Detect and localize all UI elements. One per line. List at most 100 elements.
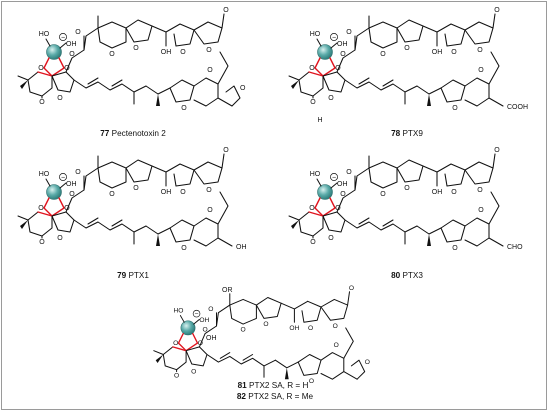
b-oh-bond	[330, 42, 338, 49]
hydroxyl-label: OH	[66, 181, 77, 188]
hydroxyl-label: OH	[66, 41, 77, 48]
bond	[301, 300, 322, 323]
oxygen-boron-bond	[43, 57, 50, 69]
oxygen-label: O	[477, 187, 483, 194]
compound-number: 78	[391, 129, 402, 138]
charge-circle	[192, 309, 201, 318]
hydroxyl-label: HO	[39, 171, 50, 178]
bond	[242, 354, 254, 361]
oxygen-label: O	[133, 45, 139, 52]
oxygen-label: O	[174, 372, 179, 379]
stereo-wedge	[291, 80, 299, 89]
compound-caption: 81 PTX2 SA, R = H	[238, 381, 309, 390]
bond	[436, 163, 452, 173]
oxygen-label: O	[180, 189, 186, 196]
boron-atom-sphere	[317, 44, 333, 60]
charge-circle	[59, 33, 67, 41]
stereo-wedge	[427, 234, 431, 246]
bond	[298, 71, 324, 97]
bond	[217, 237, 233, 247]
bond	[488, 191, 500, 225]
stereo-wedge	[155, 354, 164, 364]
oxygen-label: O	[207, 207, 213, 214]
bond	[298, 211, 324, 237]
hydroxyl-label: OH	[236, 244, 247, 251]
oxygen-label: O	[69, 51, 75, 58]
bond	[347, 291, 350, 306]
bond	[436, 23, 452, 33]
oxygen-boron-bond	[177, 332, 184, 344]
oxygen-label: O	[181, 245, 187, 252]
bond	[320, 352, 345, 380]
bond	[217, 51, 229, 85]
oxygen-label: O	[206, 47, 212, 54]
bond	[492, 13, 496, 29]
boron-atom-sphere	[180, 320, 196, 336]
compound-number: 80	[391, 271, 402, 280]
oxygen-label: O	[478, 67, 484, 74]
oxygen-label: O	[340, 51, 346, 58]
b-oh-bond	[59, 182, 67, 189]
b-oh-bond	[179, 315, 185, 323]
bond	[336, 189, 356, 213]
bond	[396, 159, 424, 183]
bond	[27, 71, 53, 97]
oxygen-label: O	[452, 105, 458, 112]
oxygen-label: O	[451, 189, 457, 196]
stereo-wedge	[156, 234, 160, 246]
bond	[169, 219, 195, 243]
oxygen-label: O	[309, 205, 315, 212]
bond	[125, 19, 153, 43]
bond	[151, 25, 167, 47]
bond	[221, 153, 225, 169]
oxygen-boron-bond	[308, 211, 324, 217]
bond	[344, 79, 418, 93]
bond	[73, 219, 147, 233]
oxygen-boron-bond	[43, 197, 50, 209]
oxygen-label: O	[349, 285, 354, 292]
bond	[193, 21, 223, 45]
boron-atom-sphere	[46, 44, 62, 60]
compound-caption: 80 PTX3	[391, 271, 423, 280]
bond	[193, 217, 219, 247]
bond	[27, 211, 53, 237]
stereo-wedge	[284, 367, 289, 380]
aldehyde-label: CHO	[507, 244, 523, 251]
oxygen-label: O	[494, 7, 500, 14]
bond	[354, 167, 370, 191]
bond	[492, 153, 496, 169]
oxygen-label: O	[57, 95, 63, 102]
b-oh-bond	[316, 38, 322, 47]
oxygen-label: O	[180, 49, 186, 56]
bond	[97, 21, 127, 49]
bond	[322, 71, 346, 93]
oxygen-label: O	[477, 47, 483, 54]
oxygen-label: O	[310, 99, 316, 106]
bond	[65, 189, 85, 213]
negative-charge-sign: −	[332, 35, 336, 42]
oxygen-label: O	[109, 51, 115, 58]
oxygen-boron-bond	[314, 197, 321, 209]
oxygen-label: O	[109, 191, 115, 198]
bond	[354, 27, 370, 51]
oxygen-label: O	[39, 99, 45, 106]
stereo-wedge	[291, 220, 299, 229]
bond	[464, 21, 494, 45]
hydroxyl-label: OH	[161, 49, 172, 56]
bond	[169, 79, 195, 103]
oxygen-label: O	[310, 239, 316, 246]
bond	[198, 325, 217, 348]
oxygen-label: O	[75, 29, 81, 36]
oxygen-boron-bond	[37, 211, 53, 217]
oxygen-label: O	[380, 191, 386, 198]
oxygen-boron-bond	[314, 57, 321, 69]
oxygen-label: O	[478, 207, 484, 214]
bond	[382, 219, 394, 227]
compound-number: 81	[238, 381, 249, 390]
bond	[368, 21, 398, 49]
oxygen-boron-bond	[329, 197, 336, 209]
